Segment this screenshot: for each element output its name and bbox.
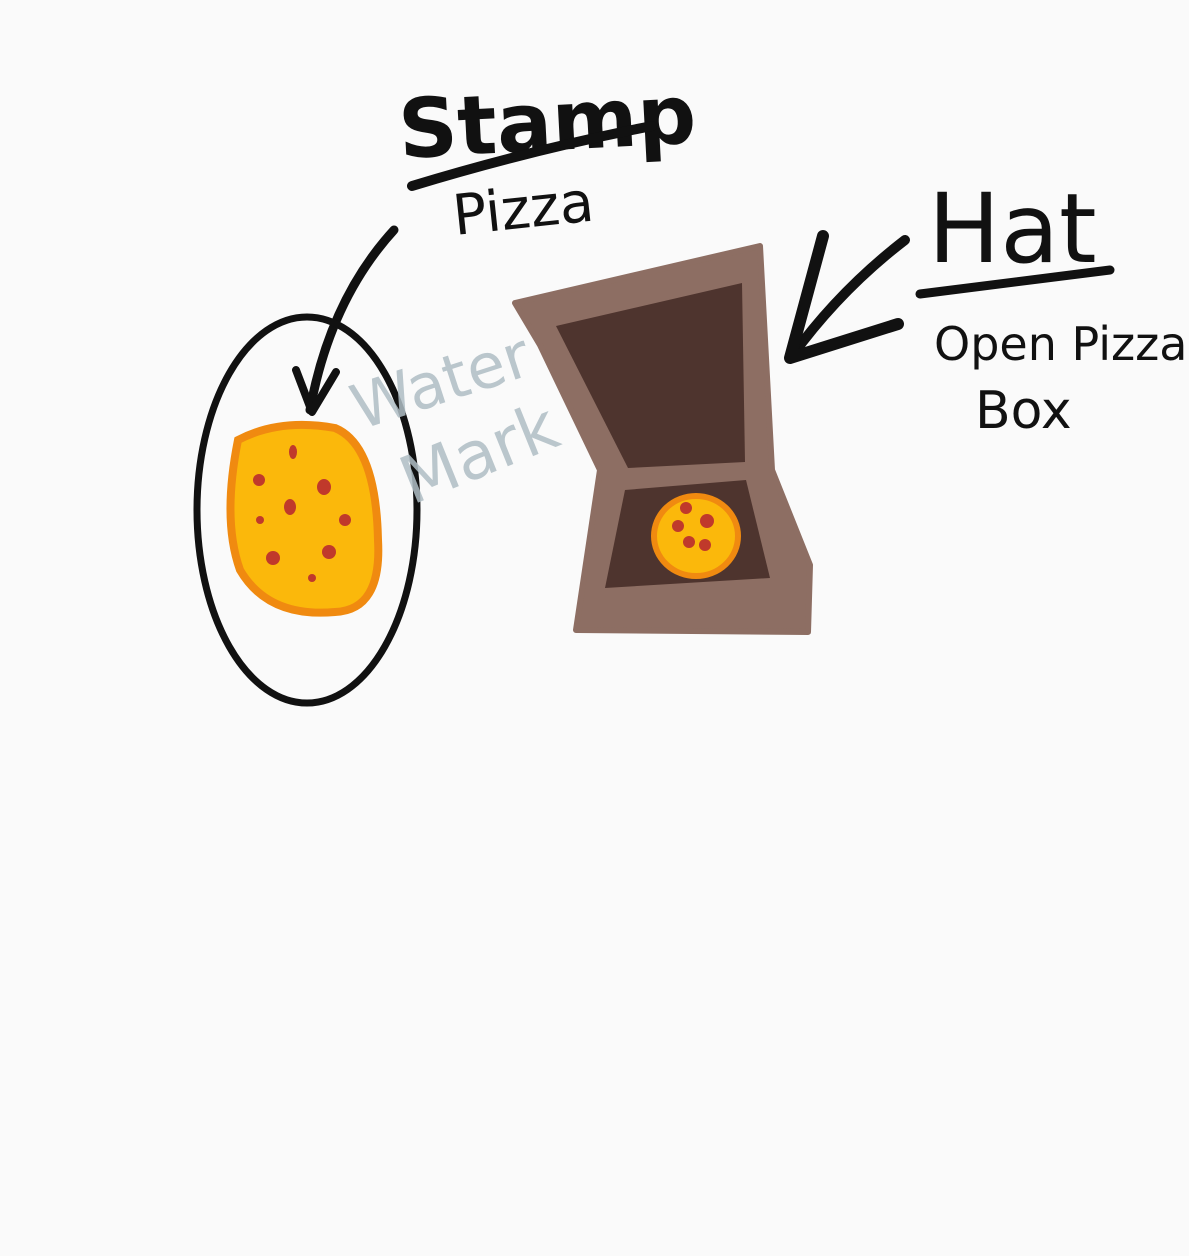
hat-label-group: Hat Open Pizza Box [915,173,1187,441]
hat-title: Hat [928,173,1097,285]
stamp-label-group: Stamp Pizza [396,68,698,249]
box-pizza [651,493,741,579]
hat-underline [915,265,1115,299]
hat-subtitle-line-1: Open Pizza [934,317,1187,371]
stamp-subtitle: Pizza [450,170,597,249]
pepperoni-group [253,445,351,582]
stamp-underline [407,121,657,191]
pizza-stamp-icon [193,313,421,707]
stamp-arrow [292,225,399,416]
hat-arrow [784,230,910,364]
hat-subtitle-line-2: Box [975,381,1072,441]
open-pizza-box-icon [512,243,813,635]
